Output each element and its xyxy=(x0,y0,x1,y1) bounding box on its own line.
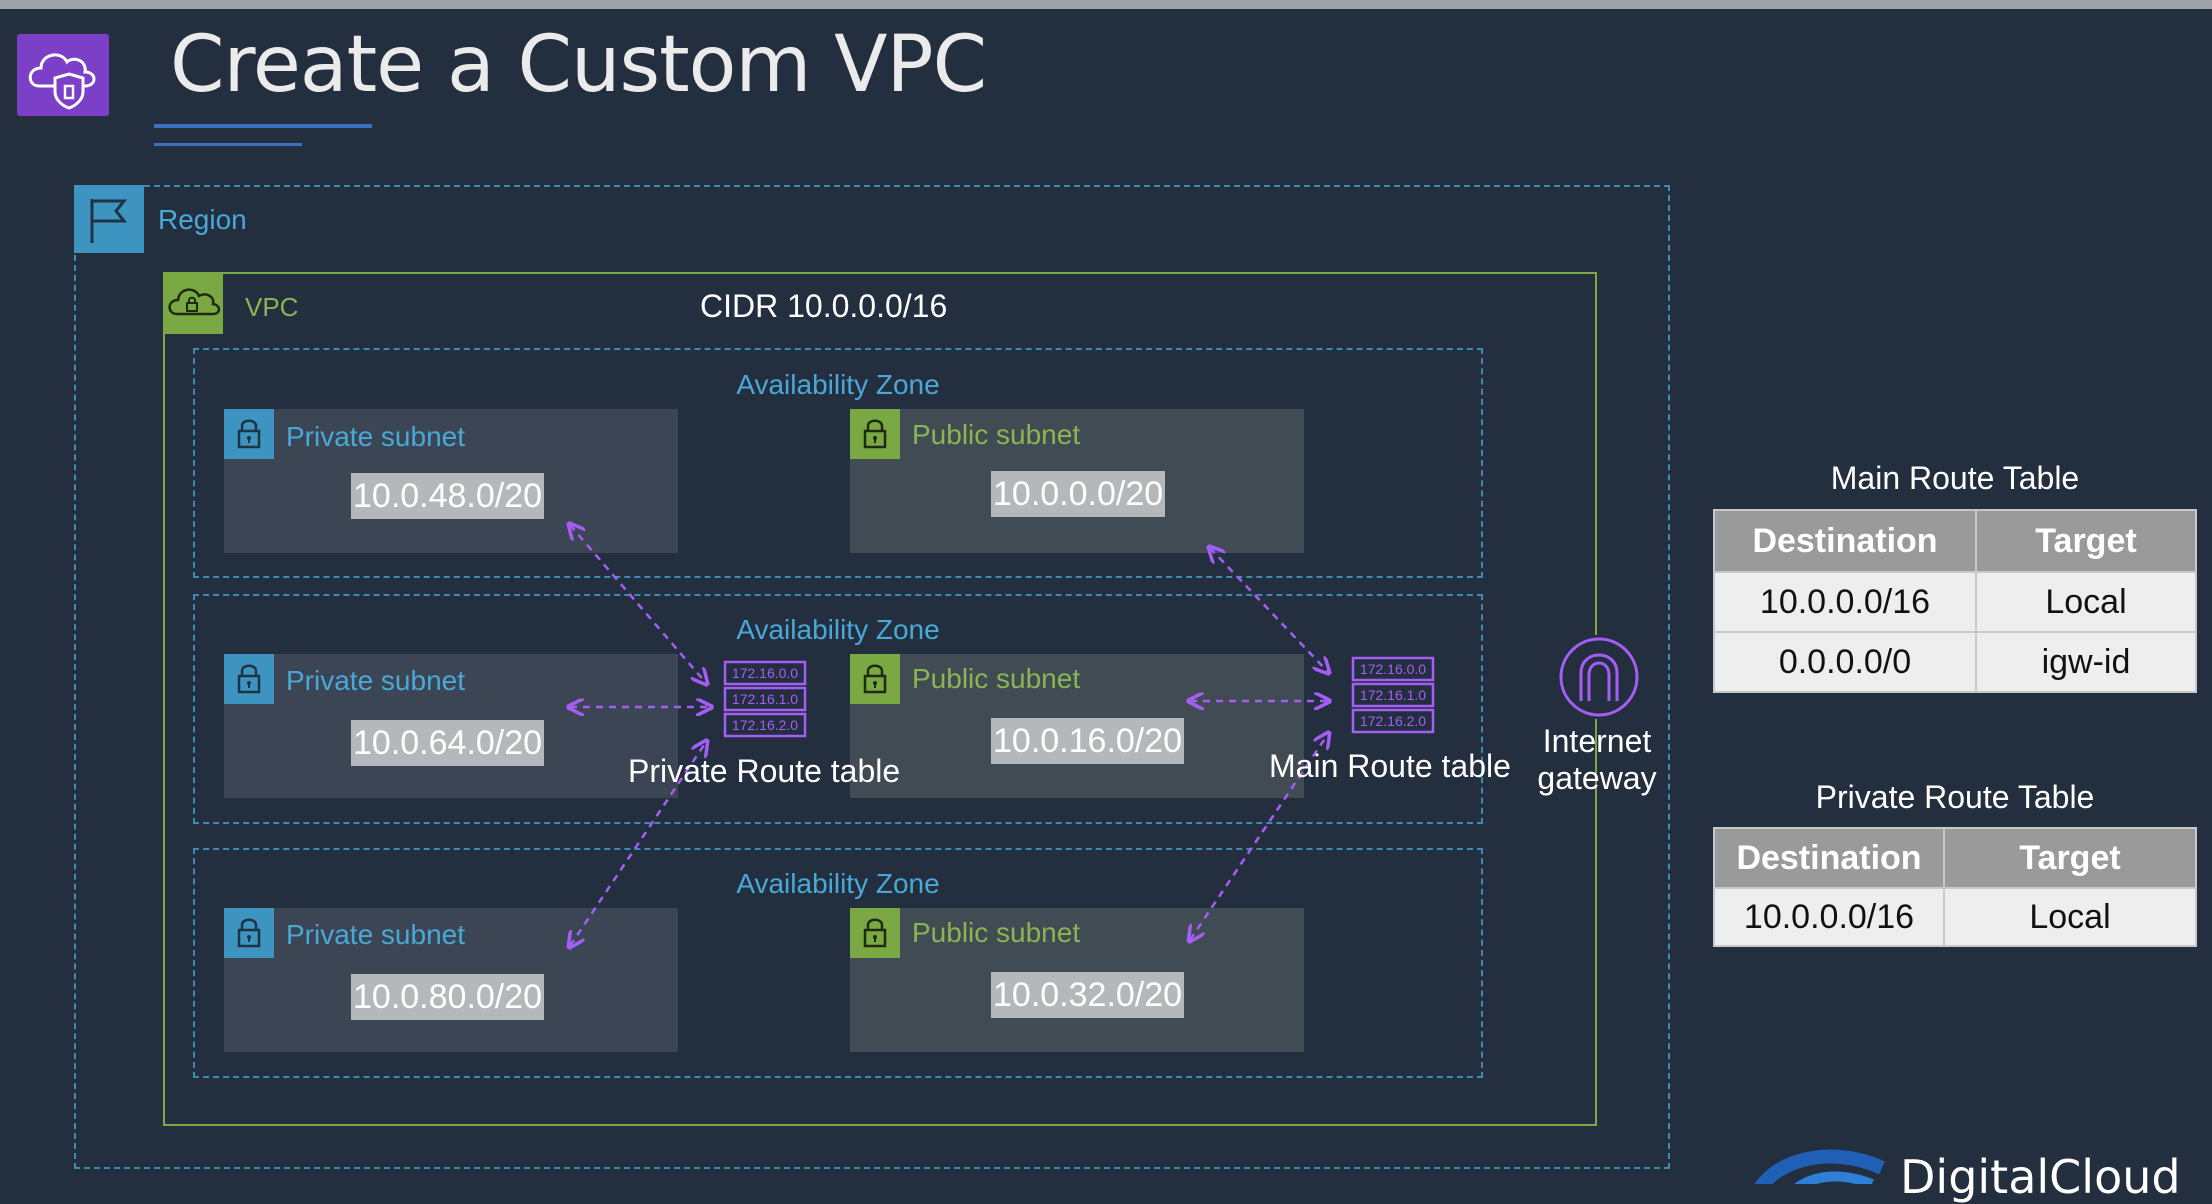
table-cell: Local xyxy=(1943,887,2197,947)
igw-label-line: gateway xyxy=(1537,760,1657,796)
route-row-text: 172.16.0.0 xyxy=(732,665,798,681)
table-header-row: Destination Target xyxy=(1713,827,2197,889)
column-header: Target xyxy=(1943,827,2197,889)
route-row-text: 172.16.2.0 xyxy=(732,717,798,733)
route-row-text: 172.16.0.0 xyxy=(1360,661,1426,677)
table-cell: 0.0.0.0/0 xyxy=(1713,631,1977,693)
column-header: Destination xyxy=(1713,827,1945,889)
title-underline xyxy=(154,124,372,128)
lock-icon xyxy=(850,654,900,704)
main-route-table-label: Main Route table xyxy=(1269,748,1511,784)
lock-icon xyxy=(224,908,274,958)
route-row-text: 172.16.1.0 xyxy=(1360,687,1426,703)
table-header-row: Destination Target xyxy=(1713,509,2197,573)
internet-gateway-label: Internet gateway xyxy=(1517,723,1677,797)
table-cell: igw-id xyxy=(1975,631,2197,693)
main-route-table-icon[interactable]: 172.16.0.0 172.16.1.0 172.16.2.0 xyxy=(1351,654,1435,736)
subnet-name: Private subnet xyxy=(286,919,465,950)
table-cell: 10.0.0.0/16 xyxy=(1713,887,1945,947)
private-route-table: Destination Target 10.0.0.0/16 Local xyxy=(1713,827,2197,947)
lock-icon xyxy=(224,654,274,704)
table-row: 0.0.0.0/0 igw-id xyxy=(1713,631,2197,693)
brand-logo-icon xyxy=(1742,1138,1892,1184)
vpc-label: VPC xyxy=(245,292,299,322)
route-row-text: 172.16.2.0 xyxy=(1360,713,1426,729)
table-cell: Local xyxy=(1975,571,2197,633)
availability-zone-3 xyxy=(193,848,1483,1078)
flag-icon xyxy=(74,185,144,253)
private-route-table-icon[interactable]: 172.16.0.0 172.16.1.0 172.16.2.0 xyxy=(723,658,807,740)
table-cell: 10.0.0.0/16 xyxy=(1713,571,1977,633)
subnet-name: Public subnet xyxy=(912,917,1081,948)
region-label: Region xyxy=(158,204,247,235)
subnet-cidr: 10.0.32.0/20 xyxy=(991,972,1185,1018)
subnet-cidr: 10.0.16.0/20 xyxy=(991,718,1185,764)
subnet-cidr: 10.0.80.0/20 xyxy=(351,974,545,1020)
subnet-cidr: 10.0.48.0/20 xyxy=(351,473,545,519)
region-boundary xyxy=(74,185,1670,1169)
cloud-lock-icon xyxy=(163,272,223,334)
table-row: 10.0.0.0/16 Local xyxy=(1713,571,2197,633)
subnet-cidr: 10.0.0.0/20 xyxy=(991,471,1166,517)
top-bar xyxy=(0,0,2212,9)
vpc-shield-logo-icon xyxy=(17,34,109,116)
private-route-table-label: Private Route table xyxy=(628,753,901,789)
main-route-table-title: Main Route Table xyxy=(1830,460,2080,496)
lock-icon xyxy=(850,908,900,958)
subnet-name: Public subnet xyxy=(912,663,1081,694)
column-header: Target xyxy=(1975,509,2197,573)
igw-label-line: Internet xyxy=(1542,723,1652,759)
brand-name: DigitalCloud xyxy=(1900,1150,2181,1204)
private-route-table-title: Private Route Table xyxy=(1815,779,2095,815)
subnet-name: Public subnet xyxy=(912,419,1081,450)
lock-icon xyxy=(850,409,900,459)
az-label: Availability Zone xyxy=(736,369,940,400)
subnet-cidr: 10.0.64.0/20 xyxy=(351,720,545,766)
az-label: Availability Zone xyxy=(736,868,940,899)
internet-gateway-icon[interactable] xyxy=(1557,635,1641,719)
title-underline-short xyxy=(154,143,302,146)
table-row: 10.0.0.0/16 Local xyxy=(1713,887,2197,947)
page-title: Create a Custom VPC xyxy=(170,20,987,110)
availability-zone-2 xyxy=(193,594,1483,824)
vpc-cidr-label: CIDR 10.0.0.0/16 xyxy=(700,288,948,324)
subnet-name: Private subnet xyxy=(286,421,465,452)
az-label: Availability Zone xyxy=(736,614,940,645)
route-row-text: 172.16.1.0 xyxy=(732,691,798,707)
lock-icon xyxy=(224,409,274,459)
column-header: Destination xyxy=(1713,509,1977,573)
subnet-name: Private subnet xyxy=(286,665,465,696)
main-route-table: Destination Target 10.0.0.0/16 Local 0.0… xyxy=(1713,509,2197,693)
availability-zone-1 xyxy=(193,348,1483,578)
